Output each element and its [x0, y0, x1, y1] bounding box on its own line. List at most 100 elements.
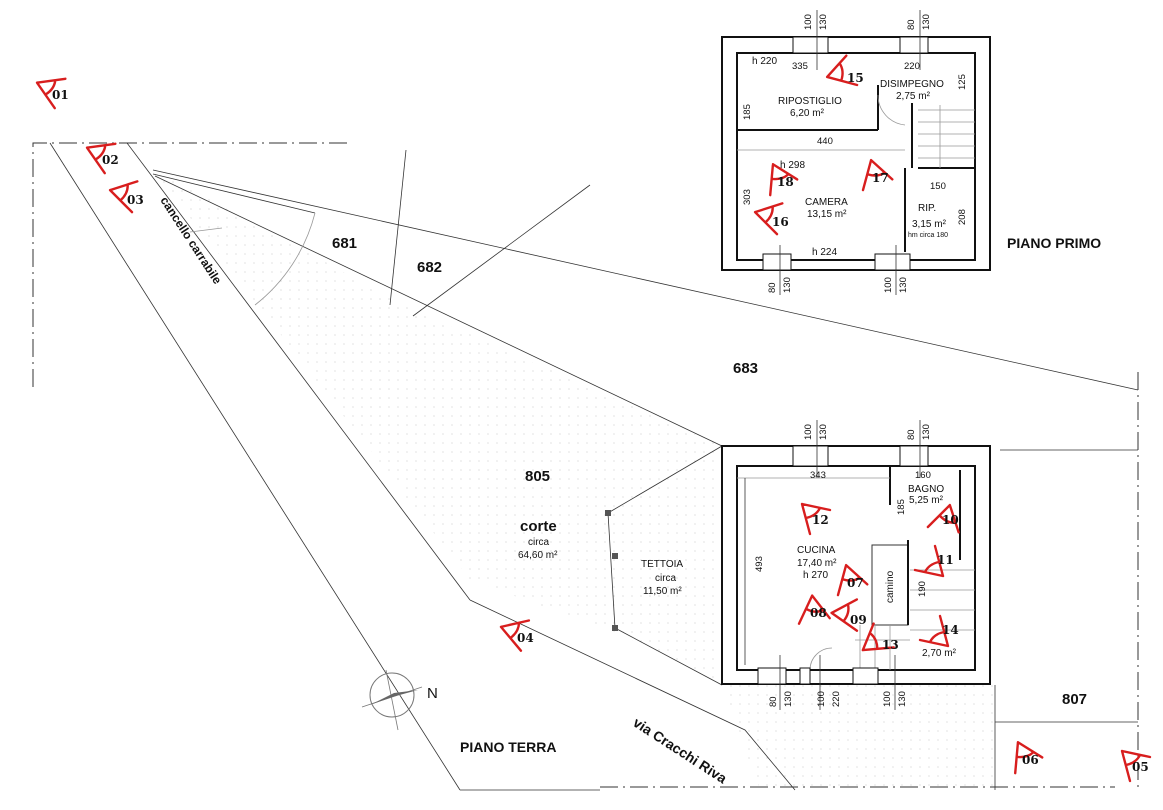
room-camera-height: h 298	[780, 160, 805, 171]
photo-point-marker: 13	[861, 622, 899, 652]
room-rip-note: hm circa 180	[908, 232, 948, 239]
boundary-dash-top	[32, 142, 350, 387]
ground-floor-plan	[721, 420, 991, 710]
parcel-681: 681	[332, 235, 357, 252]
dim: 80	[906, 19, 917, 30]
photo-point-number: 18	[777, 175, 794, 189]
photo-point-number: 13	[882, 638, 899, 652]
photo-point-number: 04	[517, 631, 534, 645]
dim: 493	[754, 556, 765, 572]
camera-view-icon	[800, 502, 832, 536]
north-arrow-icon	[361, 669, 423, 731]
photo-point-marker: 12	[800, 502, 832, 536]
dim: 440	[817, 136, 833, 147]
courtyard-area: 64,60 m²	[518, 550, 558, 561]
room-stair-area: 2,70 m²	[922, 648, 957, 659]
dim: 130	[783, 691, 794, 707]
room-bagno-name: BAGNO	[908, 484, 944, 495]
canopy-qualifier: circa	[655, 573, 677, 584]
dim: 343	[810, 470, 826, 481]
north-label: N	[427, 685, 438, 702]
street-edge-a	[49, 142, 461, 791]
camera-view-icon	[836, 563, 869, 597]
room-rip-name: RIP.	[918, 203, 936, 214]
dim: 220	[831, 691, 842, 707]
photo-point-number: 09	[850, 613, 867, 627]
photo-point-marker: 05	[1120, 749, 1152, 783]
dim: h 224	[812, 247, 837, 258]
canopy-post	[612, 553, 618, 559]
dim: 220	[904, 61, 920, 72]
dim: 150	[930, 181, 946, 192]
canopy-outline	[607, 445, 723, 686]
camera-view-icon	[108, 180, 139, 214]
camera-view-icon	[769, 163, 799, 197]
photo-point-number: 12	[812, 513, 829, 527]
dim: 185	[896, 499, 907, 515]
photo-point-marker: 15	[825, 54, 864, 87]
camera-view-icon	[797, 594, 831, 625]
room-cucina-area: 17,40 m²	[797, 558, 837, 569]
photo-point-marker: 04	[499, 619, 534, 652]
photo-point-number: 06	[1022, 753, 1039, 767]
street-label: via Cracchi Riva	[630, 714, 730, 786]
camera-view-icon	[85, 142, 117, 175]
canopy-post	[605, 510, 611, 516]
room-disimpegno-area: 2,75 m²	[896, 91, 931, 102]
room-cucina-height: h 270	[803, 570, 828, 581]
dim: 130	[897, 691, 908, 707]
dim: 100	[803, 424, 814, 440]
room-bagno-area: 5,25 m²	[909, 495, 944, 506]
photo-point-number: 03	[127, 193, 144, 207]
parcel-line-4	[389, 149, 407, 306]
room-ripostiglio-height: h 220	[752, 56, 777, 67]
photo-point-marker: 11	[913, 544, 954, 578]
parcel-682: 682	[417, 259, 442, 276]
dim: 130	[818, 14, 829, 30]
dim: 80	[906, 429, 917, 440]
photo-point-number: 17	[872, 171, 889, 185]
dim: 190	[917, 581, 928, 597]
dim: 160	[915, 470, 931, 481]
camera-view-icon	[913, 544, 945, 578]
dim: 100	[883, 277, 894, 293]
camera-view-icon	[1120, 749, 1152, 783]
room-rip-area: 3,15 m²	[912, 219, 947, 230]
parcel-807: 807	[1062, 691, 1087, 708]
courtyard-name: corte	[520, 518, 557, 535]
dim: 80	[767, 282, 778, 293]
piano-primo-title: PIANO PRIMO	[1007, 235, 1101, 251]
parcel-805: 805	[525, 468, 550, 485]
photo-point-number: 15	[847, 71, 864, 85]
dim: 100	[816, 691, 827, 707]
camera-view-icon	[918, 614, 950, 648]
street-edge-b	[126, 142, 471, 601]
camera-view-icon	[1014, 741, 1044, 775]
dim: 100	[803, 14, 814, 30]
room-ripostiglio-area: 6,20 m²	[790, 108, 825, 119]
hatch-lower-right	[722, 685, 995, 790]
parcel-line-5	[412, 184, 591, 317]
parcel-683: 683	[733, 360, 758, 377]
first-floor-plan	[721, 10, 991, 295]
photo-point-number: 02	[102, 153, 119, 167]
dim: 303	[742, 189, 753, 205]
chimney-label: camino	[885, 570, 896, 603]
dim: 130	[921, 14, 932, 30]
photo-point-marker: 01	[35, 77, 69, 110]
photo-point-number: 11	[937, 553, 954, 567]
room-disimpegno-name: DISIMPEGNO	[880, 79, 944, 90]
photo-point-marker: 08	[797, 594, 831, 625]
camera-view-icon	[499, 619, 531, 652]
room-camera-name: CAMERA	[805, 197, 848, 208]
dim: 125	[957, 74, 968, 90]
courtyard-hatch	[155, 170, 722, 685]
photo-point-marker: 17	[861, 158, 894, 192]
dim: 130	[818, 424, 829, 440]
parcel-line-3	[154, 175, 723, 447]
canopy-name: TETTOIA	[641, 559, 683, 570]
photo-point-marker: 06	[1014, 741, 1044, 775]
photo-point-number: 05	[1132, 760, 1149, 774]
photo-point-marker: 16	[753, 202, 789, 236]
